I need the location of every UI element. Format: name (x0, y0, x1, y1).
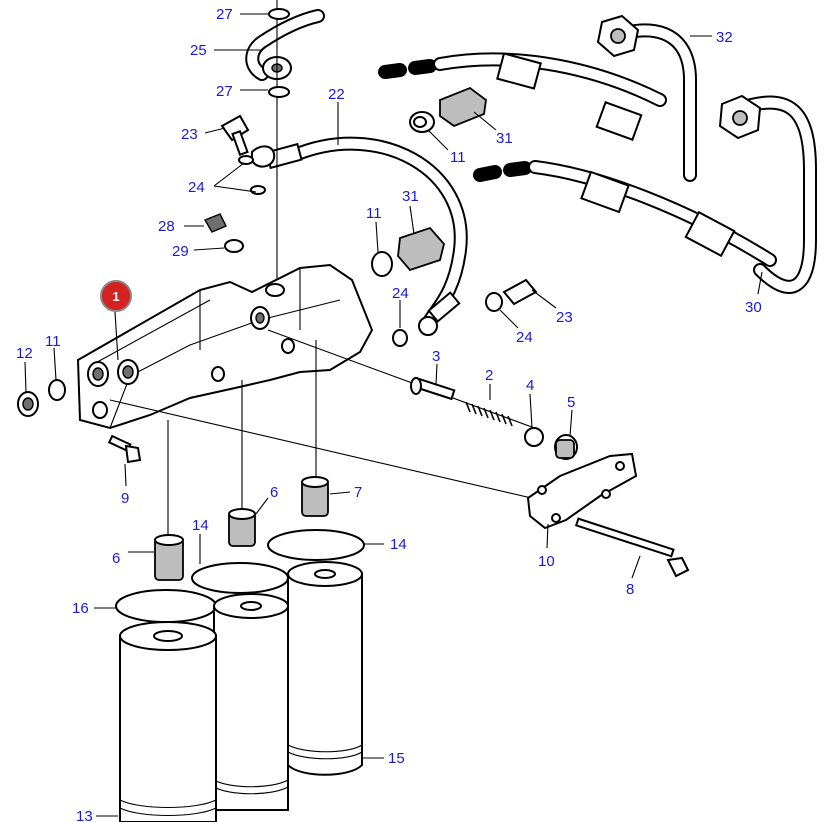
label-16: 16 (72, 600, 89, 617)
label-7: 7 (354, 484, 362, 501)
label-4: 4 (526, 377, 534, 394)
label-14-left: 14 (192, 517, 209, 534)
label-6-upper: 6 (270, 484, 278, 501)
label-24-right: 24 (516, 329, 533, 346)
label-5: 5 (567, 394, 575, 411)
label-10: 10 (538, 553, 555, 570)
label-8: 8 (626, 581, 634, 598)
reference-badge: 1 (100, 280, 132, 312)
filter-cartridge-left (119, 621, 217, 822)
label-25: 25 (190, 42, 207, 59)
label-2: 2 (485, 367, 493, 384)
label-13: 13 (76, 808, 93, 822)
label-27-lower: 27 (216, 83, 233, 100)
filter-bracket-housing (76, 263, 374, 430)
label-30: 30 (745, 299, 762, 316)
label-3: 3 (432, 348, 440, 365)
label-22: 22 (328, 86, 345, 103)
label-29: 29 (172, 243, 189, 260)
label-24-left: 24 (188, 179, 205, 196)
sealing-ring-14-left (191, 562, 289, 594)
label-6-lower: 6 (112, 550, 120, 567)
label-23-left: 23 (181, 126, 198, 143)
valve-parts (267, 329, 578, 460)
label-9: 9 (121, 490, 129, 507)
bolt-9 (107, 434, 142, 464)
pipe-30 (473, 94, 817, 294)
label-12: 12 (16, 345, 33, 362)
nipple-6-upper (228, 380, 256, 547)
label-11-mid: 11 (366, 205, 382, 222)
label-23-right: 23 (556, 309, 573, 326)
nipple-7 (301, 340, 329, 517)
filter-cartridge-middle (213, 593, 289, 811)
part-labels: 27 25 27 22 32 23 24 11 31 28 29 11 31 2… (16, 6, 762, 822)
leader-lines (24, 13, 763, 817)
bolt-8 (574, 517, 690, 578)
plug-12 (17, 379, 66, 417)
sealing-ring-16 (115, 589, 217, 623)
label-15: 15 (388, 750, 405, 767)
label-31-top: 31 (496, 130, 513, 147)
filter-cartridge-right (287, 561, 363, 776)
pipe-32 (378, 14, 697, 182)
fitting-parts-left (203, 114, 266, 253)
label-28: 28 (158, 218, 175, 235)
label-11-left: 11 (45, 333, 61, 350)
label-14-right: 14 (390, 536, 407, 553)
label-11-top: 11 (450, 149, 466, 166)
sealing-ring-14-right (267, 529, 365, 561)
label-27-top: 27 (216, 6, 233, 23)
hose-22 (251, 136, 468, 336)
label-24-mid: 24 (392, 285, 409, 302)
fitting-parts-right (371, 86, 538, 347)
nipple-6-lower (154, 420, 184, 581)
reference-badge-text: 1 (112, 289, 119, 304)
bracket-10 (109, 399, 638, 530)
label-31-mid: 31 (402, 188, 419, 205)
hose-25 (245, 0, 325, 300)
label-32: 32 (716, 29, 733, 46)
